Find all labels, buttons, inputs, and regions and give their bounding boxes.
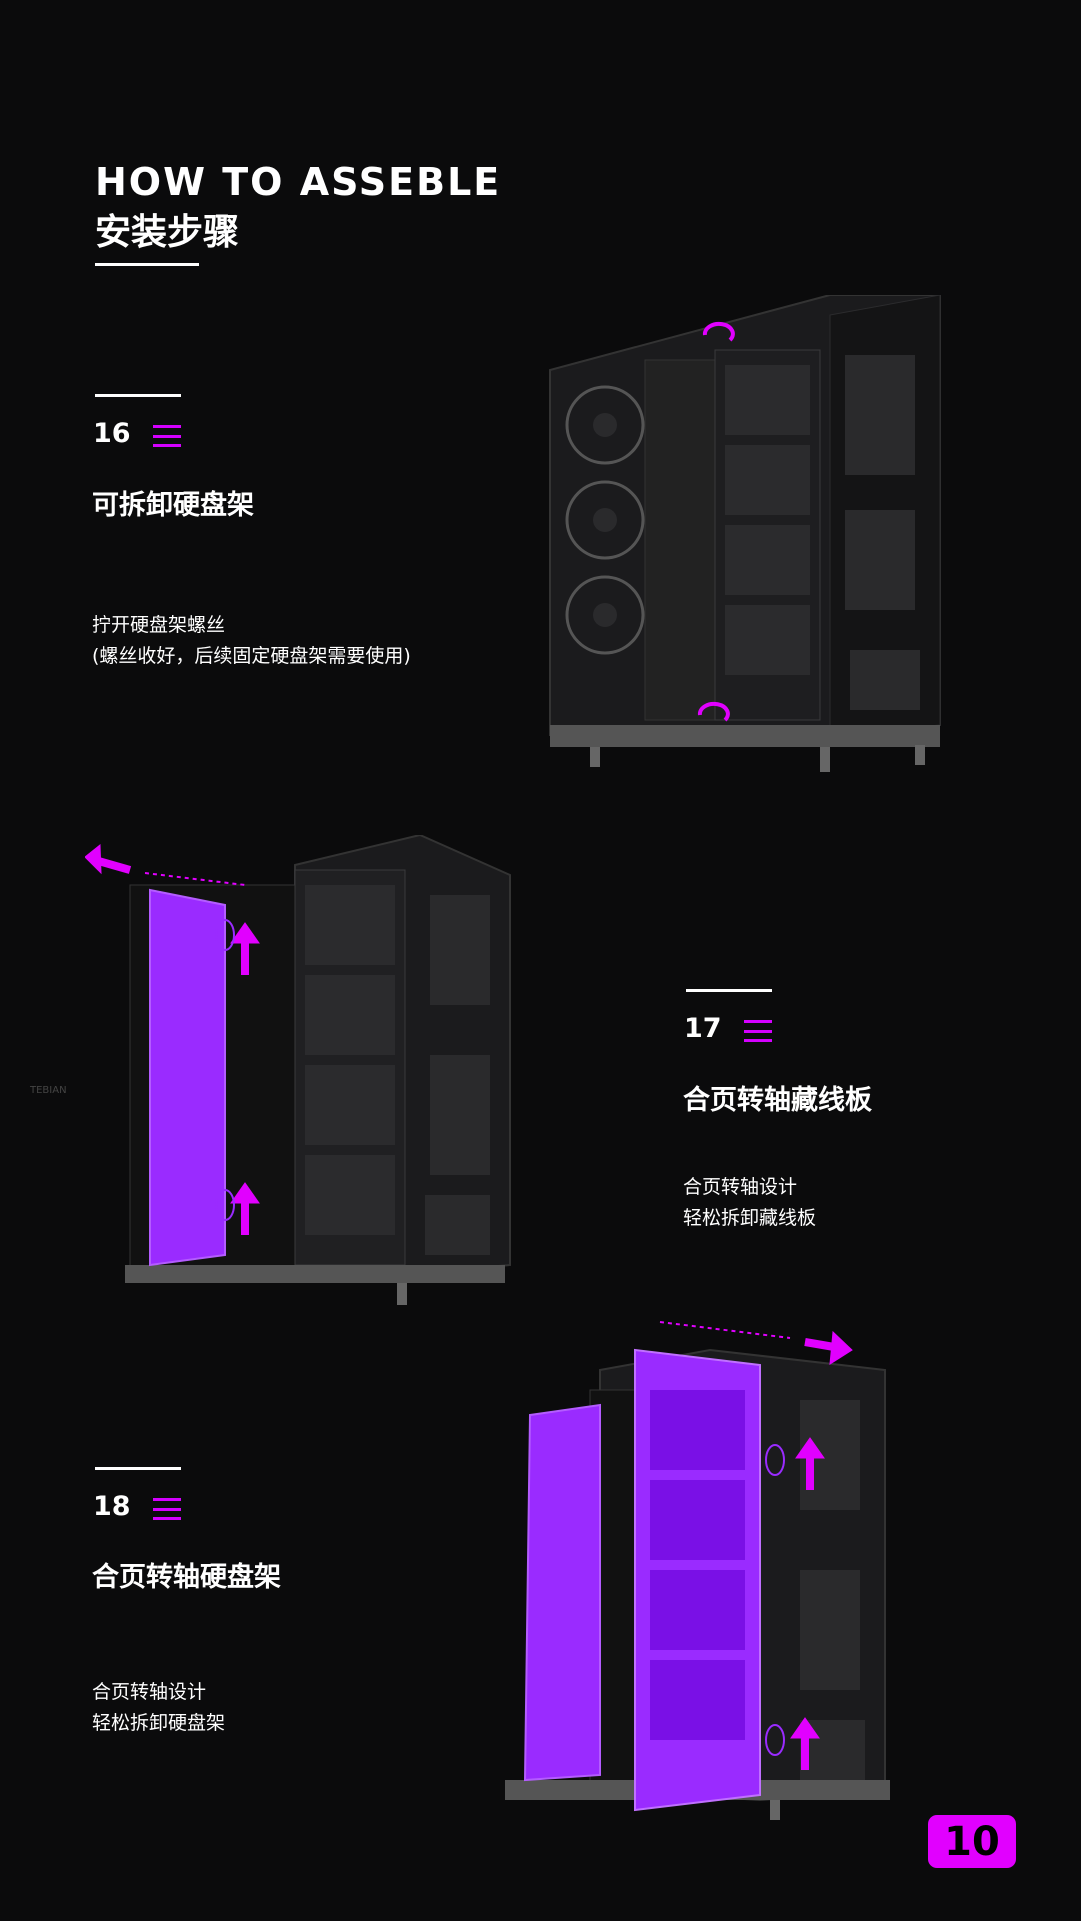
- step-16-rule: [95, 394, 181, 397]
- menu-icon: [744, 1020, 772, 1042]
- case-image-16: [549, 295, 941, 772]
- step-17-title: 合页转轴藏线板: [683, 1085, 872, 1116]
- step-16-desc-line1: 拧开硬盘架螺丝: [92, 614, 226, 636]
- rotate-arrow-icon: [697, 701, 730, 722]
- step-17-description: 合页转轴设计 轻松拆卸藏线板: [683, 1172, 816, 1234]
- step-18-title: 合页转轴硬盘架: [92, 1562, 281, 1593]
- menu-icon: [153, 1498, 181, 1520]
- title-underline: [95, 263, 199, 266]
- step-17-rule: [686, 989, 772, 992]
- menu-icon: [153, 425, 181, 447]
- rotate-arrow-icon: [702, 321, 735, 342]
- step-18-description: 合页转轴设计 轻松拆卸硬盘架: [92, 1677, 225, 1739]
- step-17-desc-line2: 轻松拆卸藏线板: [683, 1207, 817, 1229]
- step-18-number: 18: [93, 1491, 131, 1522]
- page-title-en: HOW TO ASSEBLE: [95, 160, 502, 204]
- step-16-desc-line2: (螺丝收好，后续固定硬盘架需要使用): [92, 645, 411, 667]
- step-18-desc-line1: 合页转轴设计: [92, 1681, 207, 1703]
- step-18-rule: [95, 1467, 181, 1470]
- watermark-text: TEBIAN: [30, 1085, 67, 1096]
- step-16-number: 16: [93, 418, 131, 449]
- step-16-title: 可拆卸硬盘架: [92, 490, 254, 521]
- case-image-18: [505, 1321, 890, 1820]
- step-18-desc-line2: 轻松拆卸硬盘架: [92, 1712, 226, 1734]
- page-title-cn: 安装步骤: [95, 212, 240, 253]
- step-17-number: 17: [684, 1013, 722, 1044]
- page-number-badge: 10: [928, 1815, 1016, 1868]
- step-17-desc-line1: 合页转轴设计: [683, 1176, 798, 1198]
- case-image-17: [85, 835, 511, 1305]
- step-16-description: 拧开硬盘架螺丝 (螺丝收好，后续固定硬盘架需要使用): [92, 610, 411, 672]
